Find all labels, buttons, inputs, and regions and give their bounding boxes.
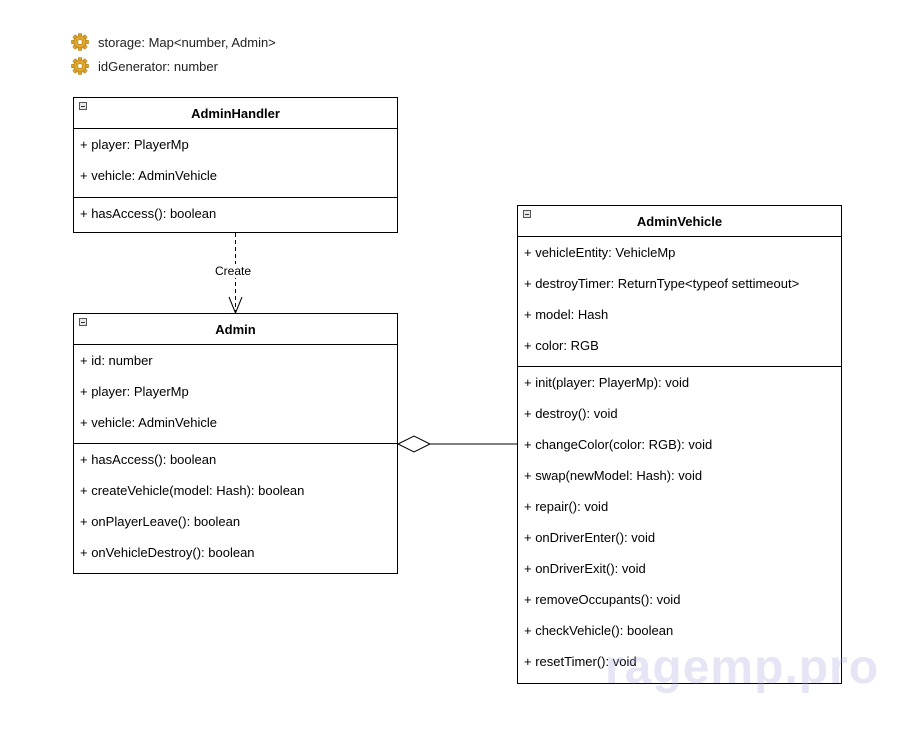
gear-icon xyxy=(71,33,89,51)
attributes-section: + player: PlayerMp + vehicle: AdminVehic… xyxy=(74,129,397,191)
method-row: + removeOccupants(): void xyxy=(524,592,681,607)
class-admin[interactable]: Admin + id: number + player: PlayerMp + … xyxy=(73,313,398,574)
method-row: + checkVehicle(): boolean xyxy=(524,623,674,638)
methods-section: + hasAccess(): boolean xyxy=(74,197,397,229)
methods-section: + hasAccess(): boolean + createVehicle(m… xyxy=(74,443,397,568)
method-row: + resetTimer(): void xyxy=(524,654,637,669)
method-row: + onDriverExit(): void xyxy=(524,561,646,576)
attribute-row: + id: number xyxy=(80,353,153,368)
attribute-row: + vehicle: AdminVehicle xyxy=(80,168,217,183)
attribute-row: + player: PlayerMp xyxy=(80,384,189,399)
class-header[interactable]: AdminHandler xyxy=(74,98,397,129)
collapse-icon[interactable] xyxy=(523,210,531,218)
global-field-text: storage: Map<number, Admin> xyxy=(98,34,276,50)
method-row: + hasAccess(): boolean xyxy=(80,206,217,221)
attribute-row: + color: RGB xyxy=(524,338,599,353)
class-name: Admin xyxy=(215,321,256,337)
method-row: + onPlayerLeave(): boolean xyxy=(80,514,241,529)
aggregation-diamond xyxy=(396,435,432,453)
collapse-icon[interactable] xyxy=(79,318,87,326)
method-row: + onVehicleDestroy(): boolean xyxy=(80,545,255,560)
class-header[interactable]: AdminVehicle xyxy=(518,206,841,237)
global-field-text: idGenerator: number xyxy=(98,58,218,74)
class-name: AdminHandler xyxy=(191,105,280,121)
method-row: + hasAccess(): boolean xyxy=(80,452,217,467)
create-relation-label: Create xyxy=(213,264,254,278)
attributes-section: + id: number + player: PlayerMp + vehicl… xyxy=(74,345,397,438)
class-admin-handler[interactable]: AdminHandler + player: PlayerMp + vehicl… xyxy=(73,97,398,233)
method-row: + destroy(): void xyxy=(524,406,618,421)
gear-icon xyxy=(71,57,89,75)
method-row: + init(player: PlayerMp): void xyxy=(524,375,690,390)
method-row: + changeColor(color: RGB): void xyxy=(524,437,713,452)
methods-section: + init(player: PlayerMp): void + destroy… xyxy=(518,366,841,677)
attribute-row: + vehicle: AdminVehicle xyxy=(80,415,217,430)
attribute-row: + destroyTimer: ReturnType<typeof settim… xyxy=(524,276,800,291)
method-row: + swap(newModel: Hash): void xyxy=(524,468,703,483)
attribute-row: + player: PlayerMp xyxy=(80,137,189,152)
class-name: AdminVehicle xyxy=(636,213,723,229)
watermark: ragemp.pro xyxy=(605,641,880,694)
collapse-icon[interactable] xyxy=(79,102,87,110)
global-field-storage: storage: Map<number, Admin> xyxy=(70,32,276,52)
attribute-row: + model: Hash xyxy=(524,307,609,322)
method-row: + repair(): void xyxy=(524,499,609,514)
class-admin-vehicle[interactable]: AdminVehicle + vehicleEntity: VehicleMp … xyxy=(517,205,842,684)
attributes-section: + vehicleEntity: VehicleMp + destroyTime… xyxy=(518,237,841,361)
method-row: + createVehicle(model: Hash): boolean xyxy=(80,483,305,498)
class-header[interactable]: Admin xyxy=(74,314,397,345)
global-field-idgenerator: idGenerator: number xyxy=(70,56,218,76)
method-row: + onDriverEnter(): void xyxy=(524,530,656,545)
attribute-row: + vehicleEntity: VehicleMp xyxy=(524,245,676,260)
